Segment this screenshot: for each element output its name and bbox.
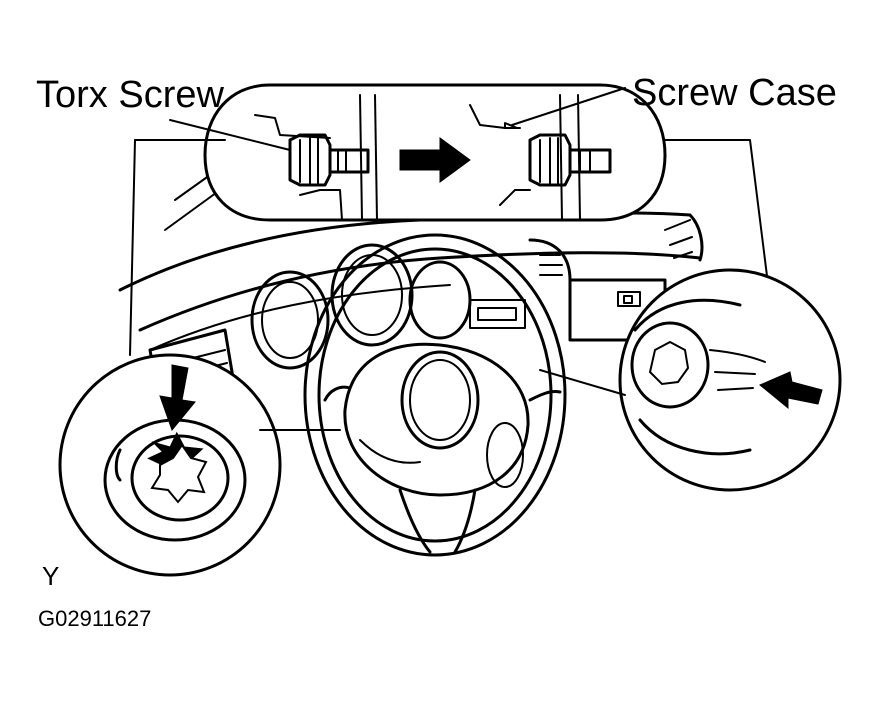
torx-screw-label: Torx Screw xyxy=(36,74,224,116)
right-inset xyxy=(539,268,842,492)
dashboard xyxy=(118,174,704,407)
top-inset xyxy=(129,83,771,356)
screw-case-label: Screw Case xyxy=(632,72,837,114)
figure-code-label: G02911627 xyxy=(38,606,152,631)
left-inset xyxy=(58,353,341,577)
view-letter-label: Y xyxy=(42,561,60,591)
steering-wheel xyxy=(303,233,567,557)
